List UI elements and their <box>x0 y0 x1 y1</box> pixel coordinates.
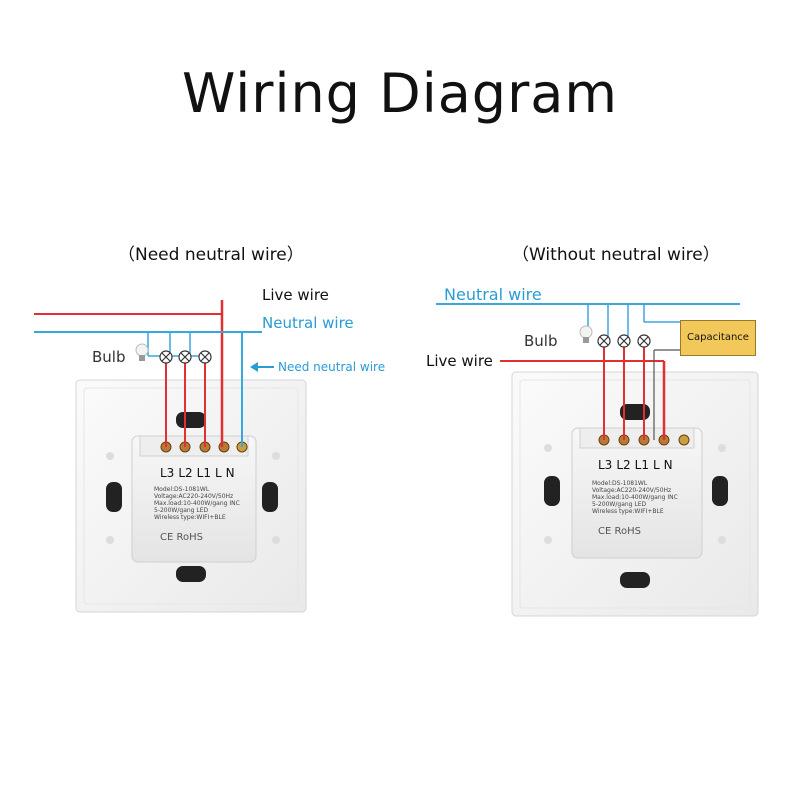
terminal-label: L <box>214 466 222 480</box>
right-live-wire <box>500 360 666 440</box>
left-neutral-wire-label: Neutral wire <box>262 314 354 332</box>
left-module-spec: Model:DS-1081WL Voltage:AC220-240V/50Hz … <box>154 486 240 521</box>
terminal-label: L3 <box>598 458 613 472</box>
right-bulb-icon <box>579 325 593 343</box>
right-load-wires <box>603 347 645 440</box>
left-bulb-symbols <box>159 350 212 364</box>
left-load-wires <box>165 363 206 447</box>
terminal-label: L2 <box>178 466 193 480</box>
left-live-wire <box>34 300 224 447</box>
terminal-label: N <box>663 458 673 472</box>
right-bulb-symbols <box>597 334 651 348</box>
left-neutral-wire <box>34 331 262 447</box>
left-bulb-icon <box>135 343 149 361</box>
terminal-label: N <box>225 466 235 480</box>
terminal-label: L <box>652 458 660 472</box>
left-live-wire-label: Live wire <box>262 286 329 304</box>
left-cert-marks: CE RoHS <box>160 532 203 543</box>
right-module <box>571 427 703 559</box>
right-live-wire-label: Live wire <box>426 352 493 370</box>
right-neutral-wire-label: Neutral wire <box>444 285 542 304</box>
right-subtitle: （Without neutral wire） <box>512 245 720 265</box>
left-need-neutral-arrow-icon <box>250 362 274 372</box>
capacitance-box: Capacitance <box>680 320 756 356</box>
left-subtitle: （Need neutral wire） <box>118 245 304 265</box>
terminal-label: L2 <box>616 458 631 472</box>
right-terminal-labels: L3 L2 L1 L N <box>598 458 698 472</box>
right-capacitance-wires <box>653 349 680 440</box>
page-title: Wiring Diagram <box>182 62 618 125</box>
left-need-neutral-label: Need neutral wire <box>278 360 386 374</box>
left-bulb-label: Bulb <box>92 348 126 366</box>
terminal-label: L1 <box>196 466 211 480</box>
right-cert-marks: CE RoHS <box>598 526 641 537</box>
right-module-spec: Model:DS-1081WL Voltage:AC220-240V/50Hz … <box>592 480 678 515</box>
terminal-label: L1 <box>634 458 649 472</box>
left-terminal-labels: L3 L2 L1 L N <box>160 466 260 480</box>
right-bulb-label: Bulb <box>524 332 558 350</box>
terminal-label: L3 <box>160 466 175 480</box>
